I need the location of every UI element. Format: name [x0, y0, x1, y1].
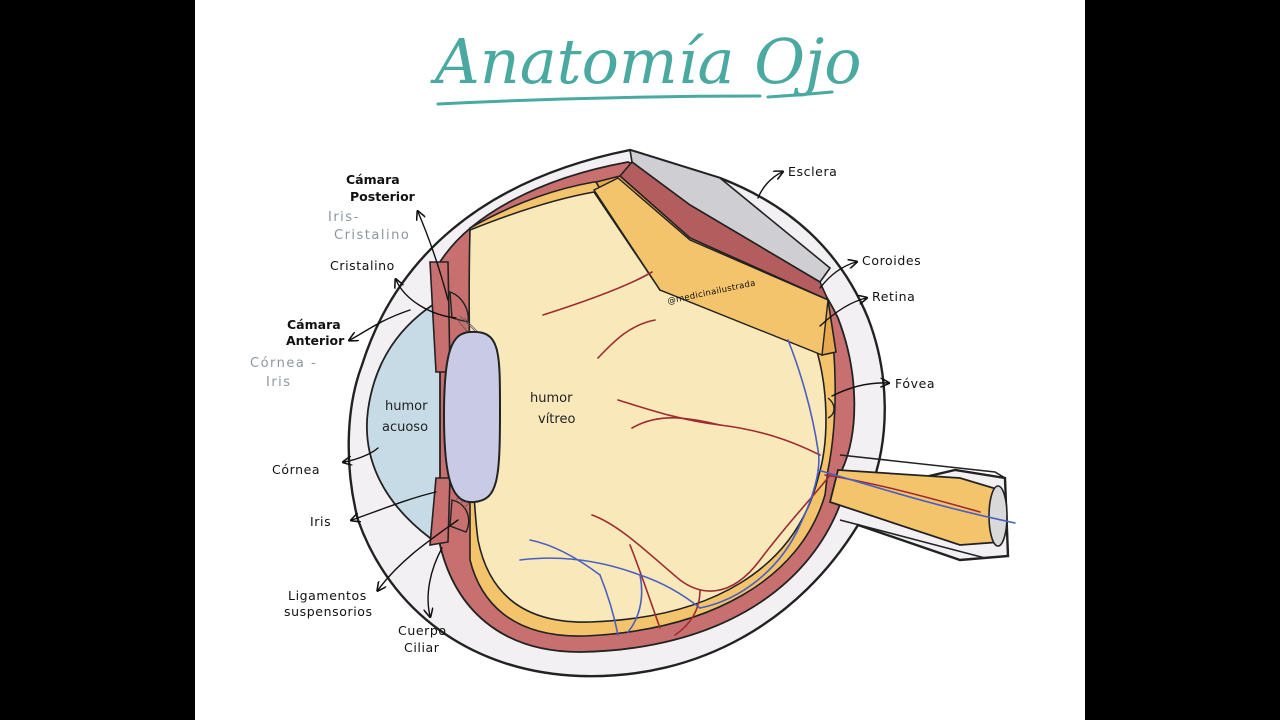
humor-acuoso-label-1: humor [385, 399, 428, 414]
cornea-iris-label-2: Iris [266, 375, 292, 390]
title-underline [436, 90, 834, 106]
humor-vitreo-label-1: humor [530, 391, 573, 406]
diagram-title: Anatomía Ojo [430, 25, 862, 98]
camara-anterior-label-1: Cámara [287, 317, 341, 332]
retina-label: Retina [872, 289, 915, 304]
retinal-veins [519, 339, 1016, 636]
retinal-arteries [542, 271, 981, 636]
iris-cristalino-label-1: Iris- [328, 210, 360, 225]
lens [442, 330, 502, 504]
ciliary-body-lower [449, 499, 470, 533]
camara-anterior-label-2: Anterior [286, 333, 345, 348]
cuerpo-ciliar-label-1: Cuerpo [398, 623, 447, 638]
ligamentos-label-1: Ligamentos [288, 588, 367, 603]
fovea-notch [827, 397, 835, 419]
cutaway-retina-face [592, 177, 829, 356]
ligamentos-label-2: suspensorios [284, 604, 373, 619]
iris-cristalino-label-2: Cristalino [334, 228, 410, 243]
coroides-label: Coroides [862, 253, 921, 268]
cuerpo-ciliar-label-2: Ciliar [404, 640, 440, 655]
cristalino-label: Cristalino [330, 258, 395, 273]
esclera-label: Esclera [788, 164, 837, 179]
optic-nerve-end [988, 485, 1008, 547]
camara-posterior-label-1: Cámara [346, 172, 400, 187]
iris-lower [429, 477, 451, 546]
cornea-label: Córnea [272, 462, 320, 477]
humor-acuoso-label-2: acuoso [382, 420, 428, 435]
iris-label: Iris [310, 514, 331, 529]
humor-vitreo-label-2: vítreo [538, 412, 575, 427]
leader-arrows [344, 172, 888, 616]
fovea-label: Fóvea [895, 376, 935, 391]
camara-posterior-label-2: Posterior [350, 189, 416, 204]
cornea-iris-label-1: Córnea - [250, 356, 317, 371]
